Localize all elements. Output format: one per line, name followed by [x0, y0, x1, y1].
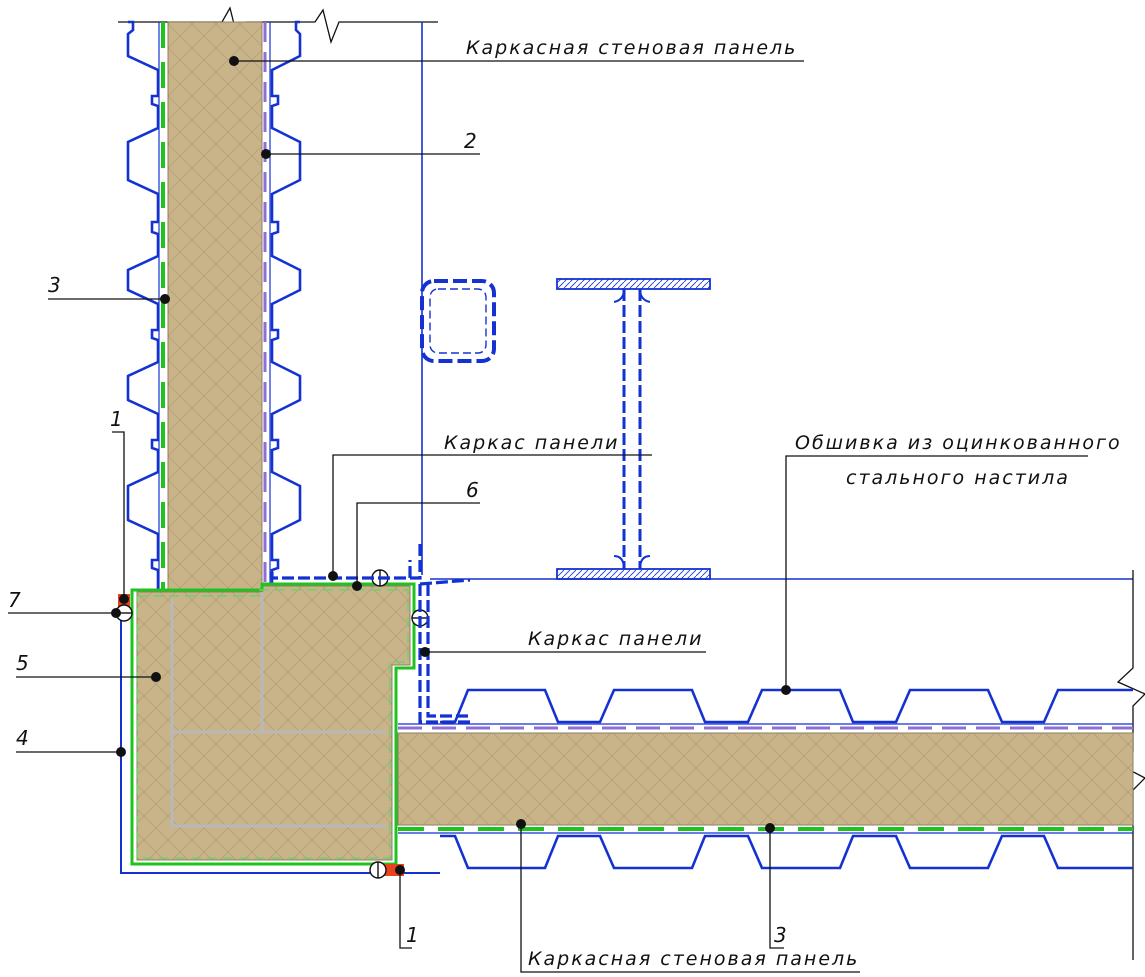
label-cladding-line2: стального настила — [846, 467, 1070, 489]
label-wall-panel-bottom: Каркасная стеновая панель — [528, 948, 859, 970]
callout-2: 2 — [464, 129, 477, 153]
leader-item-4: 4 — [16, 726, 126, 757]
leader-item-1-bottom: 1 — [395, 865, 419, 949]
horizontal-insulation-core — [397, 732, 1134, 826]
leader-cladding: Обшивка из оцинкованного стального насти… — [781, 432, 1122, 695]
leader-frame-upper: Каркас панели — [328, 432, 652, 581]
horizontal-outer-sheet — [440, 834, 1133, 870]
label-frame-upper: Каркас панели — [444, 432, 619, 454]
i-beam-section — [556, 278, 711, 580]
leader-item-3-left: 3 — [48, 273, 170, 304]
fastener-bottom — [369, 861, 387, 879]
top-break-line — [118, 6, 438, 45]
frame-channel-top — [270, 540, 422, 580]
leader-item-2: 2 — [261, 129, 480, 159]
label-frame-lower: Каркас панели — [528, 628, 703, 650]
callout-5: 5 — [16, 651, 29, 675]
label-wall-panel-top: Каркасная стеновая панель — [466, 37, 797, 59]
vertical-inner-sheet — [270, 20, 302, 585]
leader-frame-lower: Каркас панели — [420, 628, 706, 657]
leader-item-7: 7 — [8, 588, 121, 618]
leader-item-5: 5 — [16, 651, 161, 682]
outer-corner-flashing — [120, 598, 440, 874]
callout-4: 4 — [16, 726, 29, 750]
label-cladding-line1: Обшивка из оцинкованного — [795, 432, 1122, 454]
callout-7: 7 — [8, 588, 21, 612]
leader-item-6: 6 — [352, 478, 480, 591]
leader-item-1-top: 1 — [110, 407, 129, 604]
horizontal-wall-panel — [397, 570, 1145, 960]
leader-item-3-bottom: 3 — [765, 823, 787, 949]
callout-3-left: 3 — [48, 273, 61, 297]
vertical-outer-sheet — [126, 20, 160, 590]
callout-1-top: 1 — [110, 407, 123, 431]
corner-membrane — [130, 582, 416, 866]
horizontal-inner-sheet — [440, 688, 1133, 724]
callout-1-bottom: 1 — [406, 923, 419, 947]
vertical-insulation-core — [167, 21, 263, 591]
leader-wall-panel-top: Каркасная стеновая панель — [229, 37, 804, 66]
callout-3-bottom: 3 — [774, 923, 787, 947]
leader-wall-panel-bottom: Каркасная стеновая панель — [516, 819, 860, 973]
square-tube-section — [420, 279, 496, 363]
corner-insulation-l — [136, 585, 411, 861]
callout-6: 6 — [466, 478, 479, 502]
